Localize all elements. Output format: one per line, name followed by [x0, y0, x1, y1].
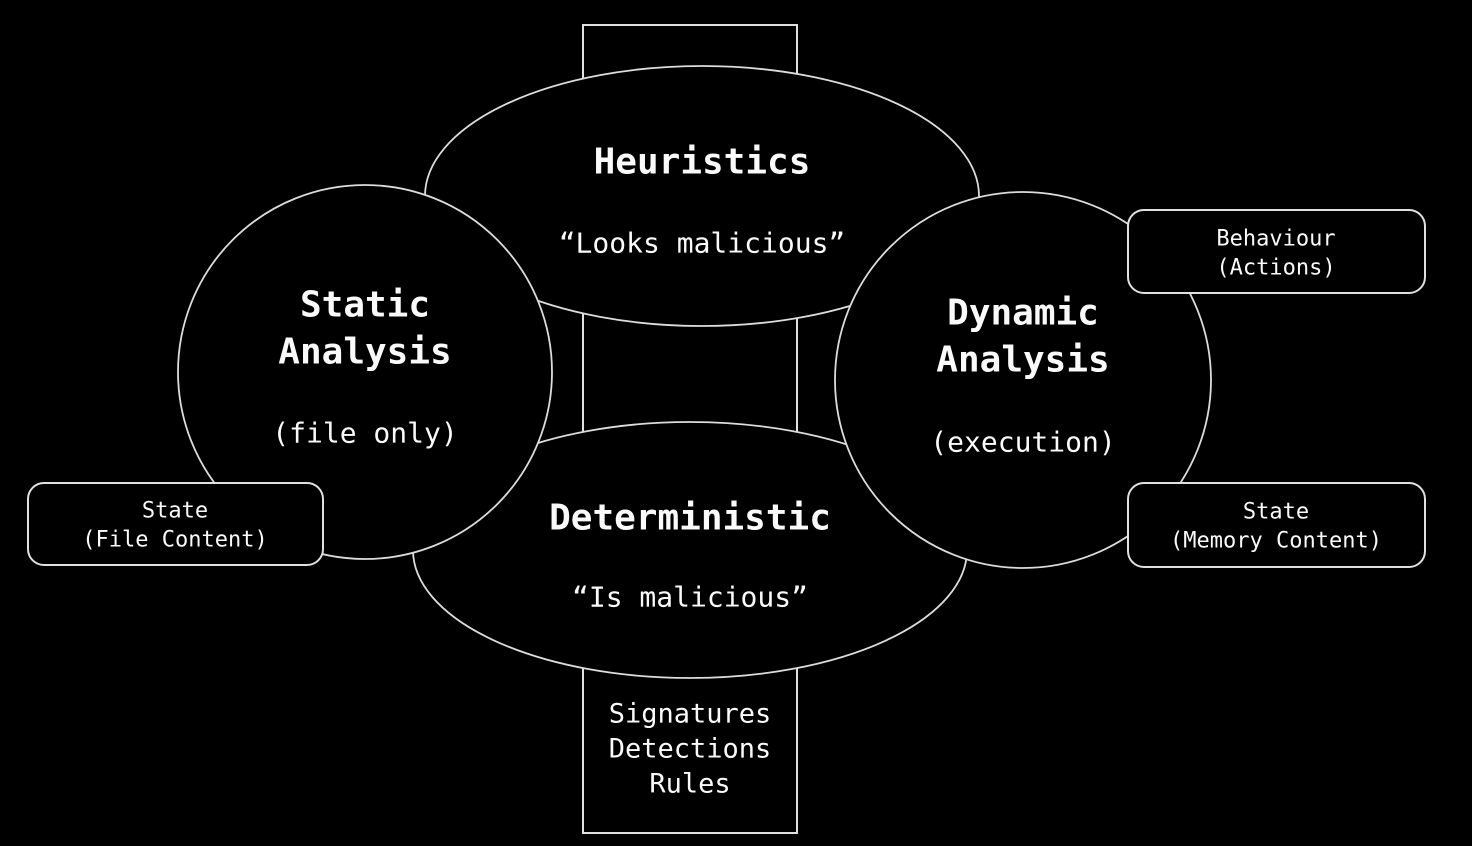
deterministic-title: Deterministic	[549, 498, 831, 539]
memory-state-label-line1: State	[1243, 500, 1309, 525]
static-analysis-title-line1: Static	[300, 285, 430, 326]
dynamic-analysis-note: (execution)	[930, 426, 1115, 459]
file-state-label-line2: (File Content)	[82, 528, 267, 553]
dynamic-analysis-title-line2: Analysis	[936, 340, 1109, 381]
dynamic-analysis-circle	[834, 191, 1212, 569]
heuristics-title: Heuristics	[594, 142, 811, 183]
connector-box-line1: Signatures	[609, 699, 772, 730]
deterministic-quote: “Is malicious”	[572, 581, 808, 614]
memory-state-label-line2: (Memory Content)	[1170, 529, 1382, 554]
memory-state-label-box	[1127, 482, 1426, 568]
static-analysis-title-line2: Analysis	[278, 332, 451, 373]
behaviour-label-line2: (Actions)	[1216, 256, 1335, 281]
static-analysis-note: (file only)	[272, 417, 457, 450]
connector-box-line3: Rules	[649, 769, 730, 800]
file-state-label-line1: State	[142, 499, 208, 524]
dynamic-analysis-title-line1: Dynamic	[947, 293, 1099, 334]
static-analysis-circle	[177, 184, 553, 560]
behaviour-label-line1: Behaviour	[1216, 227, 1335, 252]
connector-box-line2: Detections	[609, 734, 772, 765]
behaviour-label-box	[1127, 209, 1426, 294]
heuristics-quote: “Looks malicious”	[559, 227, 846, 260]
file-state-label-box	[27, 482, 324, 566]
